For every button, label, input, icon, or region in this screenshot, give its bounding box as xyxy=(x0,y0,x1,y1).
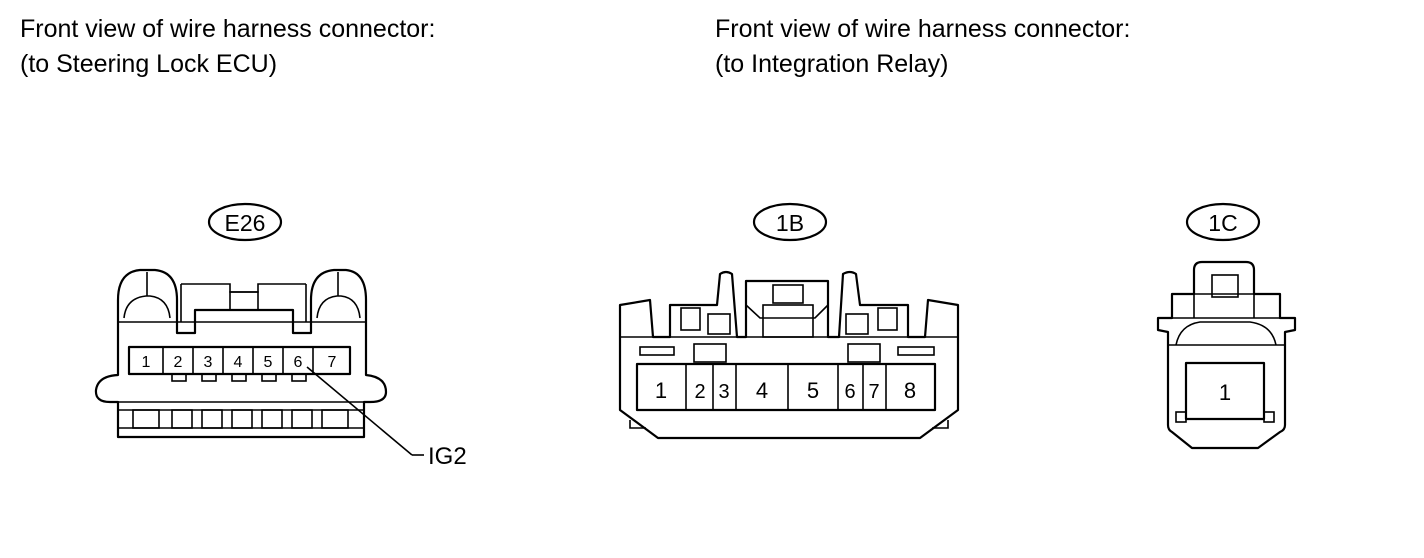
pin-label: 6 xyxy=(844,381,855,403)
connector-code-badge-1c xyxy=(1185,202,1261,242)
pin-label: 7 xyxy=(328,354,337,371)
pin-label: 6 xyxy=(294,354,303,371)
caption-integration-relay: Front view of wire harness connector: (t… xyxy=(715,12,1130,82)
pin-label: 1 xyxy=(655,378,667,403)
pin-label: 8 xyxy=(904,378,916,403)
connector-e26-housing xyxy=(94,268,388,439)
caption-steering-lock-ecu: Front view of wire harness connector: (t… xyxy=(20,12,435,82)
pin-label: 5 xyxy=(264,354,273,371)
caption-right-line1: Front view of wire harness connector: xyxy=(715,15,1131,43)
pin-label: 5 xyxy=(807,378,819,403)
pin-label: 7 xyxy=(868,381,879,403)
connector-e26: E26 1 2 3 4 5 6 7 xyxy=(94,202,467,470)
caption-left-line2: (to Steering Lock ECU) xyxy=(20,50,278,78)
pin-label: 4 xyxy=(234,354,243,371)
pin-label: 3 xyxy=(718,381,729,403)
connector-1c-housing xyxy=(1156,260,1297,450)
connector-1c: 1C 1 xyxy=(1156,202,1297,450)
connector-1c-pin-strip xyxy=(1184,361,1266,421)
caption-left-line1: Front view of wire harness connector: xyxy=(20,15,436,43)
connector-code-1c: 1C xyxy=(1208,210,1237,236)
connector-1b-pin-strip xyxy=(635,362,937,412)
pin-label: 1 xyxy=(142,354,151,371)
caption-right-line2: (to Integration Relay) xyxy=(715,50,949,78)
connector-code-1b: 1B xyxy=(776,210,804,236)
pin-label: 3 xyxy=(204,354,213,371)
pin-label: 2 xyxy=(174,354,183,371)
connector-code-e26: E26 xyxy=(225,210,266,236)
pin-label: 2 xyxy=(694,381,705,403)
connector-code-badge-e26 xyxy=(207,202,283,242)
connector-1b: 1B 1 2 3 4 5 6 7 8 xyxy=(618,202,960,440)
pin-label: 4 xyxy=(756,378,768,403)
pin-label: 1 xyxy=(1219,380,1231,405)
connector-code-badge-1b xyxy=(752,202,828,242)
callout-label-ig2: IG2 xyxy=(428,443,467,470)
callout-leader-line xyxy=(306,366,413,456)
